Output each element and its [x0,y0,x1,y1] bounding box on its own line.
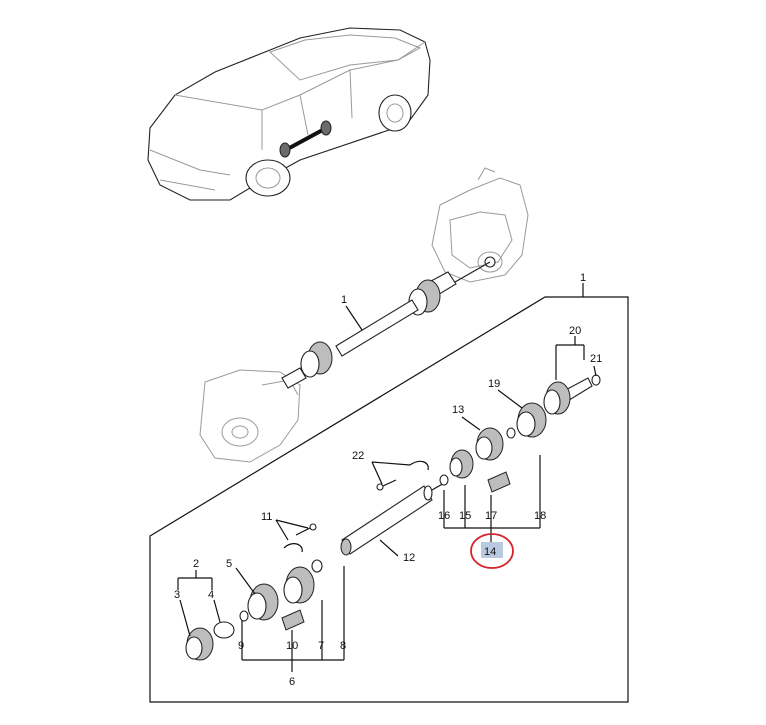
label-6[interactable]: 6 [289,676,295,688]
part-14-highlight-circle [470,533,514,569]
label-5[interactable]: 5 [226,558,232,570]
outer-joint-parts [376,374,601,493]
gearbox-illustration [431,167,529,283]
label-11[interactable]: 11 [261,511,272,523]
part-labels: 1 1 20 21 19 13 22 16 15 17 18 14 11 12 … [174,272,602,688]
label-19[interactable]: 19 [488,378,500,390]
label-1-shaft[interactable]: 1 [341,294,347,306]
label-8[interactable]: 8 [340,640,346,652]
label-20[interactable]: 20 [569,325,581,337]
inner-joint-parts [185,523,323,661]
label-1-top[interactable]: 1 [580,272,586,284]
label-3[interactable]: 3 [174,589,180,601]
label-15[interactable]: 15 [459,510,471,522]
label-4[interactable]: 4 [208,589,214,601]
part-12-shaft [340,481,447,556]
label-13[interactable]: 13 [452,404,464,416]
car-illustration [147,27,431,201]
label-7[interactable]: 7 [318,640,324,652]
label-18[interactable]: 18 [534,510,546,522]
label-10[interactable]: 10 [286,640,298,652]
label-2[interactable]: 2 [193,558,199,570]
label-14[interactable]: 14 [484,546,496,558]
label-12[interactable]: 12 [403,552,415,564]
label-21[interactable]: 21 [590,353,602,365]
part-14-highlight-box [481,542,503,558]
label-22[interactable]: 22 [352,450,364,462]
leader-lines [177,283,597,672]
assembled-drive-shaft [281,261,491,389]
part-14-highlight [470,533,514,569]
label-17[interactable]: 17 [485,510,497,522]
label-9[interactable]: 9 [238,640,244,652]
exploded-view-frame [149,296,629,703]
label-16[interactable]: 16 [438,510,450,522]
